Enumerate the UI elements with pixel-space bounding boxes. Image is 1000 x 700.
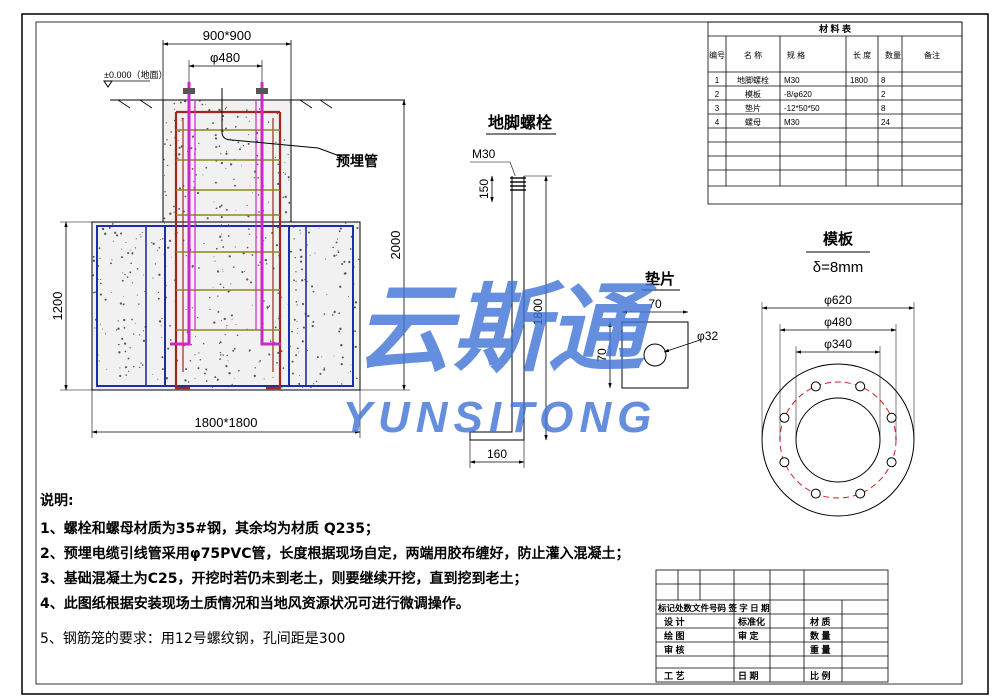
tb-design: 设 计 xyxy=(664,616,685,627)
materials-cell: 3 xyxy=(715,104,720,113)
materials-cell: 2 xyxy=(715,90,720,99)
bolt-hole xyxy=(886,457,897,468)
tb-scale: 比 例 xyxy=(810,670,831,681)
watermark: 云斯通 YUNSITONG xyxy=(343,273,658,442)
materials-cell: 24 xyxy=(881,118,890,127)
materials-cell: 1800 xyxy=(850,76,868,85)
plate-d3-dim: φ340 xyxy=(824,337,852,351)
washer-square xyxy=(621,321,689,389)
tb-check: 审 核 xyxy=(664,644,685,655)
washer-hole xyxy=(643,343,667,367)
base-rebar-cage xyxy=(96,225,354,387)
materials-header-cell: 数量 xyxy=(885,50,901,60)
level-symbol xyxy=(103,80,113,88)
materials-header-cell: 备注 xyxy=(924,50,940,60)
tb-standard: 标准化 xyxy=(737,616,765,627)
title-block xyxy=(655,569,889,683)
materials-title: 材 料 表 xyxy=(818,23,852,34)
materials-cell: -8/φ620 xyxy=(784,90,812,99)
embedded-pipe xyxy=(221,88,319,149)
materials-table xyxy=(707,21,963,205)
watermark-cn: 云斯通 xyxy=(356,273,657,385)
bolt-spacing-dim: φ480 xyxy=(210,50,240,65)
bolt-shape xyxy=(469,176,525,441)
base-width-dim: 1800*1800 xyxy=(195,415,258,430)
tb-date: 日 期 xyxy=(738,670,759,681)
note-3: 3、基础混凝土为C25，开挖时若仍未到老土，则要继续开挖，直到挖到老土； xyxy=(40,571,528,587)
inner-border xyxy=(35,21,963,685)
tb-craft: 工 艺 xyxy=(664,670,685,681)
height-left-dim: 1200 xyxy=(50,292,65,321)
anchor-bolt-detail: 地脚螺栓 M30 150 1800 160 xyxy=(469,113,556,468)
note-5: 5、钢筋笼的要求：用12号螺纹钢，孔间距是300 xyxy=(40,631,346,647)
pipe-label: 预埋管 xyxy=(336,153,378,169)
bolt-hole xyxy=(810,488,821,499)
template-plate-detail: 模板 δ=8mm φ620 φ480 φ340 xyxy=(761,230,915,517)
bolt-hole xyxy=(855,488,866,499)
sheet-border xyxy=(21,13,989,695)
bolt-thread-dim: 150 xyxy=(477,179,491,199)
note-4: 4、此图纸根据安装现场土质情况和当地风资源状况可进行微调操作。 xyxy=(40,596,470,612)
bolt-hole xyxy=(886,412,897,423)
washer-hole-dim: φ32 xyxy=(697,329,718,343)
bolt-hook-dim: 160 xyxy=(487,447,507,461)
washer-title: 垫片 xyxy=(645,270,675,288)
washer-detail: 垫片 70 70 φ32 xyxy=(595,270,718,389)
tb-material: 材 质 xyxy=(809,616,831,627)
tb-qty: 数 量 xyxy=(810,630,831,641)
materials-header-cell: 规 格 xyxy=(787,50,805,60)
notes-heading: 说明: xyxy=(40,493,74,509)
materials-header-cell: 编号 xyxy=(709,50,725,60)
materials-cell: 4 xyxy=(715,118,720,127)
concrete-speckle xyxy=(92,100,360,389)
materials-cell: M30 xyxy=(784,118,800,127)
washer-width-dim: 70 xyxy=(648,297,662,311)
plate-outer xyxy=(761,363,915,517)
anchor-bolts xyxy=(170,82,281,346)
plate-d2-dim: φ480 xyxy=(824,315,852,329)
tb-header: 标记处数文件号码 签 字 日 期 xyxy=(657,603,770,613)
foundation-section: ±0.000（地面） xyxy=(50,28,410,438)
title-block-text: 标记处数文件号码 签 字 日 期 设 计 标准化 材 质 绘 图 审 定 数 量… xyxy=(657,603,831,681)
bolt-hole xyxy=(779,457,790,468)
materials-cell: M30 xyxy=(784,76,800,85)
bolt-spec: M30 xyxy=(472,147,496,161)
watermark-en: YUNSITONG xyxy=(343,393,658,442)
bolt-hole xyxy=(810,381,821,392)
materials-cell: 地脚螺栓 xyxy=(737,75,769,85)
bolt-hole xyxy=(855,381,866,392)
materials-cell: -12*50*50 xyxy=(784,104,820,113)
materials-cell: 2 xyxy=(881,90,886,99)
plate-d1-dim: φ620 xyxy=(824,293,852,307)
note-1: 1、螺栓和螺母材质为35#钢，其余均为材质 Q235； xyxy=(40,521,379,537)
materials-table-text: 材 料 表 编号 名 称 规 格 长 度 数量 备注 1 地脚螺栓 M30 1800 8 2 模板 -8/… xyxy=(709,23,940,127)
pier-concrete xyxy=(162,99,292,223)
washer-height-dim: 70 xyxy=(595,348,609,362)
materials-cell: 模板 xyxy=(745,89,761,99)
top-width-dim: 900*900 xyxy=(203,28,251,43)
ground-level-label: ±0.000（地面） xyxy=(104,69,167,80)
materials-header-cell: 长 度 xyxy=(853,50,871,60)
tb-draw: 绘 图 xyxy=(664,630,685,641)
plate-thickness: δ=8mm xyxy=(813,259,863,276)
note-2: 2、预埋电缆引线管采用φ75PVC管，长度根据现场自定，两端用胶布缠好，防止灌入… xyxy=(40,546,630,562)
bolt-hole xyxy=(779,412,790,423)
materials-cell: 8 xyxy=(881,104,886,113)
plate-bolt-holes xyxy=(779,381,897,499)
tb-approve: 审 定 xyxy=(738,630,760,641)
materials-header-cell: 名 称 xyxy=(744,50,762,60)
bolt-length-dim: 1800 xyxy=(531,298,545,325)
height-right-dim: 2000 xyxy=(388,231,403,260)
tb-weight: 重 量 xyxy=(810,644,831,655)
plate-title: 模板 xyxy=(823,230,854,248)
base-concrete xyxy=(91,221,361,391)
bolt-title: 地脚螺栓 xyxy=(488,113,553,132)
materials-cell: 螺母 xyxy=(745,117,761,127)
materials-cell: 垫片 xyxy=(745,103,761,113)
materials-cell: 1 xyxy=(715,76,720,85)
materials-cell: 8 xyxy=(881,76,886,85)
